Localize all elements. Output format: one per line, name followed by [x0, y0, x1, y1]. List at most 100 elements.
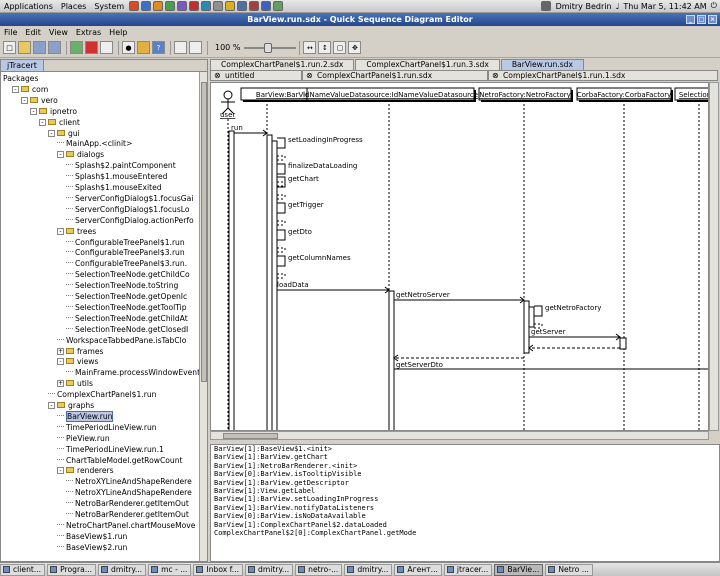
save-as-icon[interactable] [48, 41, 61, 54]
user-name[interactable]: Dmitry Bedrin [555, 1, 612, 11]
close-icon[interactable]: × [708, 15, 717, 24]
tree-leaf-node[interactable]: SelectionTreeNode.getOpenIc [66, 291, 187, 302]
split-divider[interactable] [210, 440, 720, 444]
launcher-icon[interactable] [213, 1, 224, 11]
trace-log[interactable]: BarView[1]:BaseView$1.<init>BarView[1]:B… [210, 444, 720, 562]
collapse-toggle-icon[interactable]: - [57, 358, 64, 366]
diagram-vertical-scrollbar[interactable] [709, 82, 719, 431]
tree-leaf-node[interactable]: SelectionTreeNode.getChildCo [66, 269, 190, 280]
tree-leaf-node[interactable]: ConfigurableTreePanel$3.run [66, 247, 185, 258]
tree-leaf-node[interactable]: SelectionTreeNode.getClosedI [66, 324, 188, 335]
tree-leaf-node[interactable]: BaseView$1.run [57, 531, 127, 542]
tree-leaf-node[interactable]: NetroBarRenderer.getItemOut [66, 498, 189, 509]
tree-folder-node[interactable]: -renderers [57, 465, 114, 476]
fit-height-icon[interactable]: ↕ [318, 41, 332, 54]
tree-folder-node[interactable]: -trees [57, 226, 96, 237]
tree-folder-node[interactable]: -dialogs [57, 149, 104, 160]
menu-view[interactable]: View [48, 27, 68, 37]
launcher-icon[interactable] [129, 1, 140, 11]
diagram-scrollbar-thumb[interactable] [223, 433, 278, 439]
menu-edit[interactable]: Edit [25, 27, 41, 37]
print-icon[interactable] [100, 41, 113, 54]
tree-leaf-node[interactable]: NetroBarRenderer.getItemOut [66, 509, 189, 520]
menu-help[interactable]: Help [109, 27, 128, 37]
fit-page-icon[interactable]: ▢ [333, 41, 347, 54]
tree-leaf-node[interactable]: ComplexChartPanel$1.run [48, 389, 157, 400]
clock[interactable]: Thu Mar 5, 11:42 AM [623, 1, 707, 11]
tree-leaf-node[interactable]: ServerConfigDialog.actionPerfo [66, 215, 194, 226]
export-pdf-icon[interactable] [85, 41, 98, 54]
tray-icon[interactable] [540, 1, 551, 11]
tab-document[interactable]: ComplexChartPanel$1.run.3.sdx [355, 59, 500, 70]
taskbar-item[interactable]: Progra... [47, 563, 96, 576]
tree-leaf-node[interactable]: TimePeriodLineView.run [57, 422, 157, 433]
system-menu[interactable]: System [94, 1, 125, 11]
menu-file[interactable]: File [4, 27, 18, 37]
tree-leaf-node[interactable]: NetroXYLineAndShapeRendere [66, 476, 192, 487]
tree-leaf-node[interactable]: WorkspaceTabbedPane.isTabClo [57, 335, 186, 346]
tree-scrollbar-thumb[interactable] [201, 82, 207, 382]
maximize-icon[interactable]: □ [697, 15, 706, 24]
tree-leaf-node[interactable]: ConfigurableTreePanel$3.run. [66, 258, 187, 269]
launcher-icon[interactable] [201, 1, 212, 11]
collapse-toggle-icon[interactable]: - [30, 107, 37, 115]
tab-document[interactable]: BarView.run.sdx [500, 59, 584, 70]
tree-folder-node[interactable]: -vero [21, 95, 58, 106]
taskbar-item[interactable]: dmitry... [344, 563, 393, 576]
power-icon[interactable]: ⏻ [710, 1, 717, 10]
help-icon[interactable]: ? [152, 41, 165, 54]
expand-toggle-icon[interactable]: + [57, 380, 64, 388]
new-file-icon[interactable]: □ [3, 41, 16, 54]
tree-leaf-node[interactable]: BaseView$2.run [57, 542, 127, 552]
taskbar-item[interactable]: dmitry... [245, 563, 294, 576]
tree-leaf-node[interactable]: MainApp.<clinit> [57, 138, 132, 149]
tab-jtracert[interactable]: jTracert [1, 60, 44, 71]
launcher-icon[interactable] [165, 1, 176, 11]
launcher-icon[interactable] [261, 1, 272, 11]
taskbar-item[interactable]: Агент... [394, 563, 442, 576]
menu-extras[interactable]: Extras [75, 27, 102, 37]
launcher-icon[interactable] [249, 1, 260, 11]
tree-folder-node[interactable]: Packages [3, 73, 38, 84]
settings-icon[interactable] [137, 41, 150, 54]
find-icon[interactable]: ● [122, 41, 135, 54]
tab-diagram[interactable]: ComplexChartPanel$1.run.1.sdx [488, 70, 718, 81]
tree-leaf-node[interactable]: BarView.run [57, 410, 114, 422]
tree-leaf-node[interactable]: ConfigurableTreePanel$1.run [66, 237, 185, 248]
collapse-toggle-icon[interactable]: - [21, 96, 28, 104]
tab-document[interactable]: ComplexChartPanel$1.run.2.sdx [210, 59, 355, 70]
tree-leaf-node[interactable]: ServerConfigDialog$1.focusLo [66, 204, 190, 215]
tab-diagram[interactable]: untitled [210, 70, 302, 81]
tree-folder-node[interactable]: -com [12, 84, 48, 95]
zoom-slider[interactable] [244, 42, 297, 53]
launcher-icon[interactable] [225, 1, 236, 11]
tree-leaf-node[interactable]: PieView.run [57, 433, 110, 444]
zoom-slider-thumb[interactable] [264, 42, 273, 53]
taskbar-item[interactable]: client... [0, 563, 46, 576]
open-folder-icon[interactable] [18, 41, 31, 54]
save-icon[interactable] [33, 41, 46, 54]
collapse-toggle-icon[interactable]: - [48, 129, 55, 137]
tree-leaf-node[interactable]: Splash$1.mouseEntered [66, 171, 167, 182]
launcher-icon[interactable] [189, 1, 200, 11]
split-view-icon[interactable] [189, 41, 202, 54]
expand-toggle-icon[interactable]: + [57, 347, 64, 355]
tree-leaf-node[interactable]: SelectionTreeNode.getChildAt [66, 313, 188, 324]
taskbar-item[interactable]: BarVie... [494, 563, 544, 576]
tree-leaf-node[interactable]: ServerConfigDialog$1.focusGai [66, 193, 193, 204]
collapse-toggle-icon[interactable]: - [57, 151, 64, 159]
launcher-icon[interactable] [177, 1, 188, 11]
applications-menu[interactable]: Applications [4, 1, 53, 11]
volume-icon[interactable]: ♩ [615, 1, 620, 11]
layout-icon[interactable] [174, 41, 187, 54]
tree-folder-node[interactable]: -client [39, 117, 80, 128]
taskbar-item[interactable]: jtracer... [443, 563, 493, 576]
export-image-icon[interactable] [70, 41, 83, 54]
minimize-icon[interactable]: _ [686, 15, 695, 24]
collapse-toggle-icon[interactable]: - [57, 467, 64, 475]
tree-leaf-node[interactable]: SelectionTreeNode.getToolTip [66, 302, 187, 313]
tree-folder-node[interactable]: -gui [48, 128, 80, 139]
fit-width-icon[interactable]: ↔ [303, 41, 317, 54]
